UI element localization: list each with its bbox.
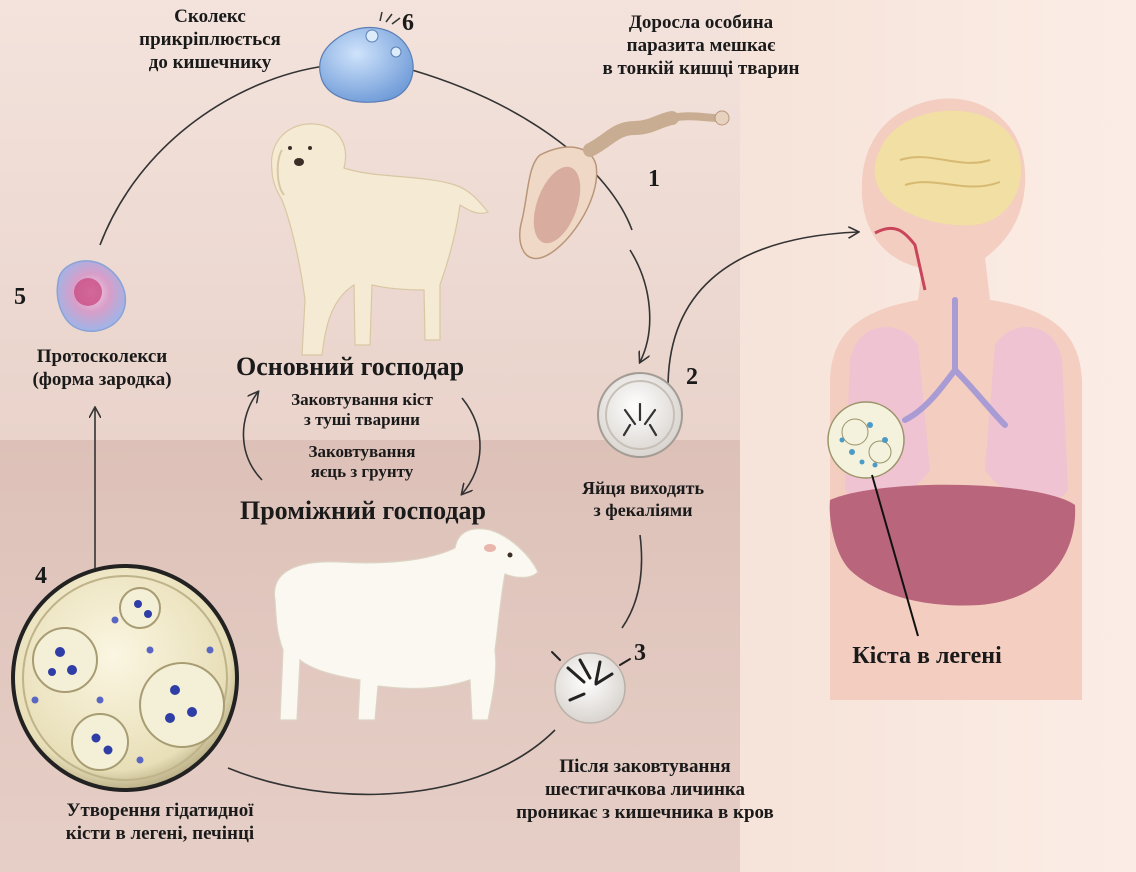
main-host-label: Основний господар <box>236 352 464 382</box>
lung-cyst-icon <box>828 402 904 478</box>
step-6-label: Сколекс прикріплюється до кишечнику <box>110 6 310 74</box>
dog-icon <box>272 124 488 355</box>
step-5-label: Протосколекси (форма зародка) <box>2 346 202 392</box>
step-1-label: Доросла особина паразита мешкає в тонкій… <box>556 12 846 80</box>
human-silhouette-icon <box>830 99 1082 700</box>
step-1-number: 1 <box>648 166 660 193</box>
step-3-label: Після заковтування шестигачкова личинка … <box>475 756 815 824</box>
egg-icon <box>598 373 682 457</box>
step-2-label: Яйця виходять з фекаліями <box>548 478 738 521</box>
arrow-intermediate-to-main <box>243 392 262 480</box>
cycle-arrow-1-to-2 <box>630 250 650 362</box>
step-4-number: 4 <box>35 563 47 590</box>
step-6-number: 6 <box>402 10 414 37</box>
eggs-swallowing-label: Заковтування яєць з грунту <box>262 442 462 483</box>
scolex-icon <box>320 12 413 102</box>
sheep-icon <box>274 529 538 720</box>
step-3-number: 3 <box>634 640 646 667</box>
hydatid-cyst-icon <box>13 566 237 790</box>
cysts-swallowing-label: Заковтування кіст з туші тварини <box>262 390 462 431</box>
cycle-arc-2-to-3 <box>622 535 642 628</box>
arrow-main-to-intermediate <box>462 398 480 494</box>
intermediate-host-label: Проміжний господар <box>240 496 486 526</box>
protoscolex-icon <box>57 261 125 331</box>
lung-cyst-label: Кіста в легені <box>842 642 1012 671</box>
step-2-number: 2 <box>686 364 698 391</box>
step-4-label: Утворення гідатидної кісти в легені, печ… <box>20 800 300 846</box>
step-5-number: 5 <box>14 284 26 311</box>
tapeworm-icon <box>520 111 729 258</box>
larva-icon <box>552 652 630 723</box>
